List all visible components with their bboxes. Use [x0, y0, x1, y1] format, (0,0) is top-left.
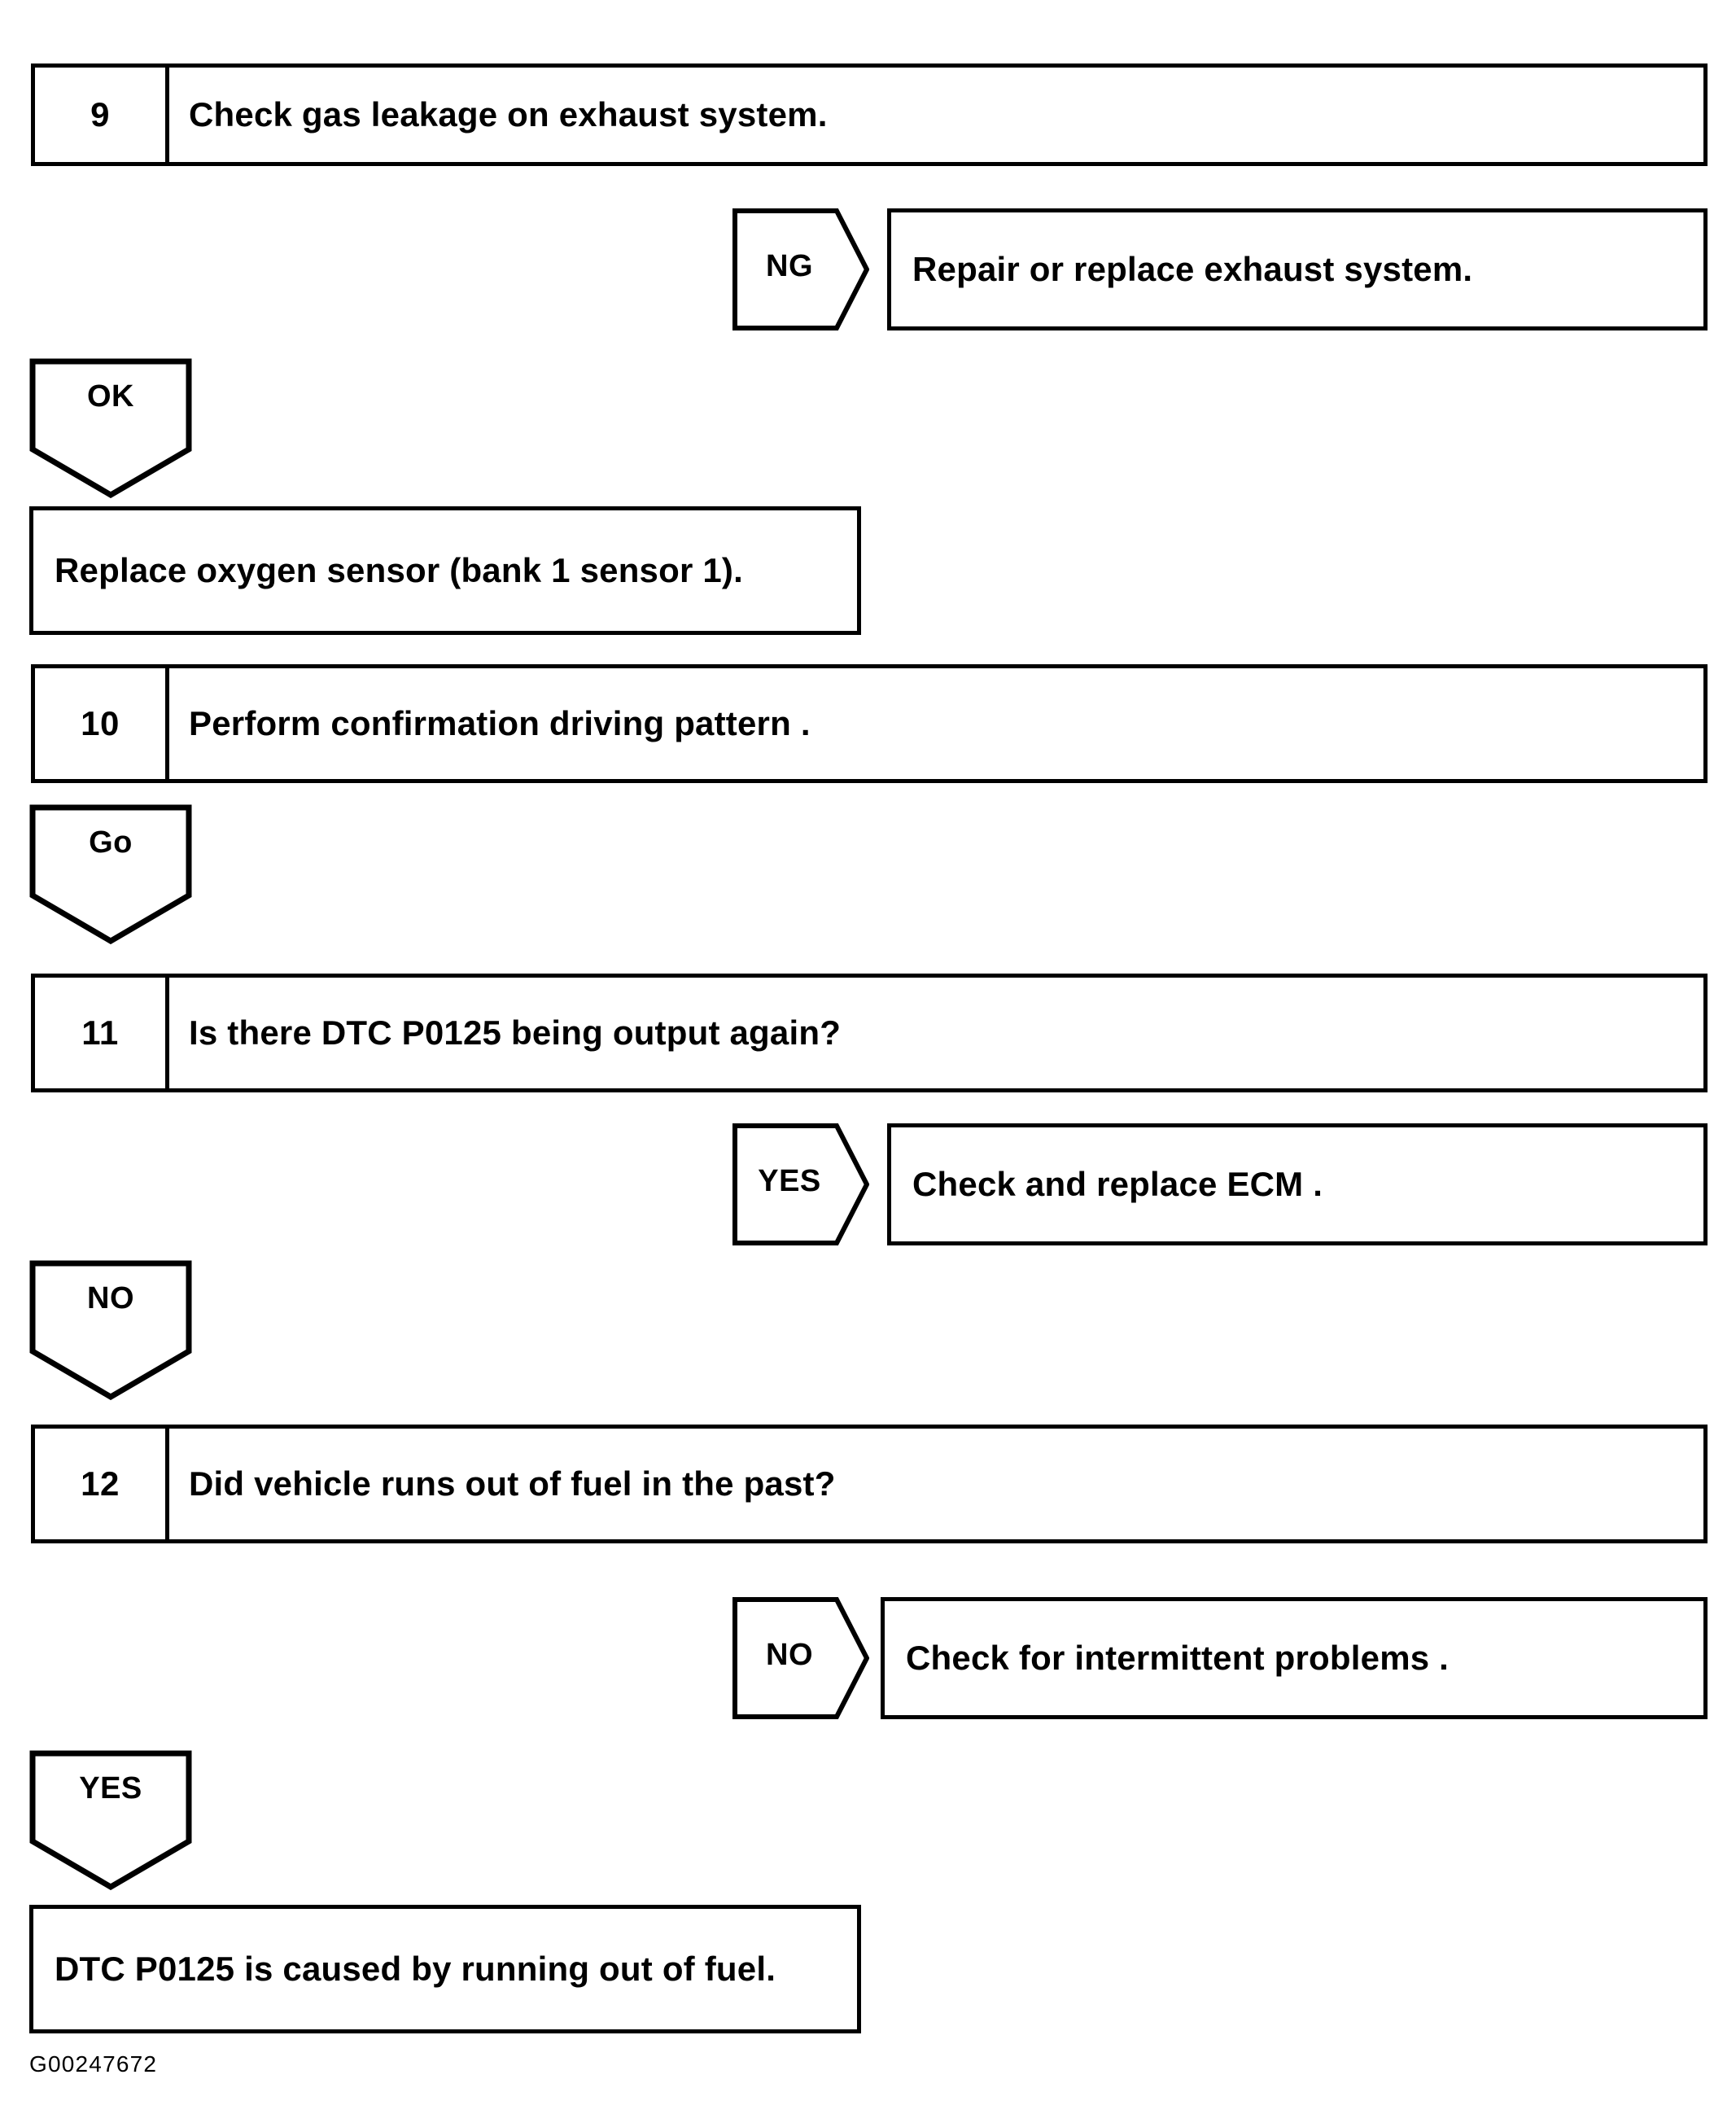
- branch-label-no-step11: NO: [87, 1281, 134, 1315]
- branch-label-ng-step9: NG: [766, 249, 813, 283]
- pentagon-right-icon: [732, 1123, 869, 1245]
- step-row-11: 11 Is there DTC P0125 being output again…: [31, 974, 1708, 1092]
- step-number-10: 10: [35, 668, 169, 779]
- step-number-9: 9: [35, 68, 169, 162]
- branch-arrow-ng-step9: NG: [732, 208, 869, 330]
- pentagon-right-icon: [732, 208, 869, 330]
- action-box-replace-sensor: Replace oxygen sensor (bank 1 sensor 1).: [29, 506, 861, 635]
- step-text-9: Check gas leakage on exhaust system.: [189, 95, 828, 133]
- action-text-repair-exhaust: Repair or replace exhaust system.: [912, 250, 1473, 288]
- branch-label-ok-step9: OK: [87, 379, 134, 414]
- step-text-10: Perform confirmation driving pattern .: [189, 704, 811, 742]
- branch-label-yes-step11: YES: [758, 1164, 821, 1198]
- step-number-12: 12: [35, 1429, 169, 1539]
- pentagon-down-icon: [29, 804, 192, 944]
- step-row-9: 9 Check gas leakage on exhaust system.: [31, 63, 1708, 166]
- step-text-12: Did vehicle runs out of fuel in the past…: [189, 1464, 836, 1503]
- step-row-10: 10 Perform confirmation driving pattern …: [31, 664, 1708, 783]
- step-row-12: 12 Did vehicle runs out of fuel in the p…: [31, 1425, 1708, 1543]
- branch-arrow-no-step12: NO: [732, 1597, 869, 1719]
- pentagon-down-icon: [29, 1260, 192, 1400]
- branch-arrow-go-step10: Go: [29, 804, 192, 944]
- step-text-11: Is there DTC P0125 being output again?: [189, 1013, 842, 1052]
- action-box-replace-ecm: Check and replace ECM .: [887, 1123, 1708, 1245]
- branch-label-yes-step12: YES: [79, 1771, 142, 1805]
- action-text-replace-sensor: Replace oxygen sensor (bank 1 sensor 1).: [55, 551, 743, 589]
- pentagon-down-icon: [29, 358, 192, 498]
- branch-arrow-yes-step12: YES: [29, 1750, 192, 1890]
- branch-label-no-step12: NO: [766, 1638, 813, 1672]
- action-box-intermittent-problems: Check for intermittent problems .: [881, 1597, 1708, 1719]
- result-text-final: DTC P0125 is caused by running out of fu…: [55, 1950, 776, 1988]
- branch-arrow-yes-step11: YES: [732, 1123, 869, 1245]
- branch-label-go-step10: Go: [89, 825, 133, 860]
- branch-arrow-no-step11: NO: [29, 1260, 192, 1400]
- pentagon-right-icon: [732, 1597, 869, 1719]
- result-box-final: DTC P0125 is caused by running out of fu…: [29, 1905, 861, 2033]
- action-text-intermittent-problems: Check for intermittent problems .: [906, 1639, 1450, 1677]
- branch-arrow-ok-step9: OK: [29, 358, 192, 498]
- step-number-11: 11: [35, 978, 169, 1088]
- action-text-replace-ecm: Check and replace ECM .: [912, 1165, 1323, 1203]
- figure-id-caption: G00247672: [29, 2051, 158, 2077]
- pentagon-down-icon: [29, 1750, 192, 1890]
- action-box-repair-exhaust: Repair or replace exhaust system.: [887, 208, 1708, 330]
